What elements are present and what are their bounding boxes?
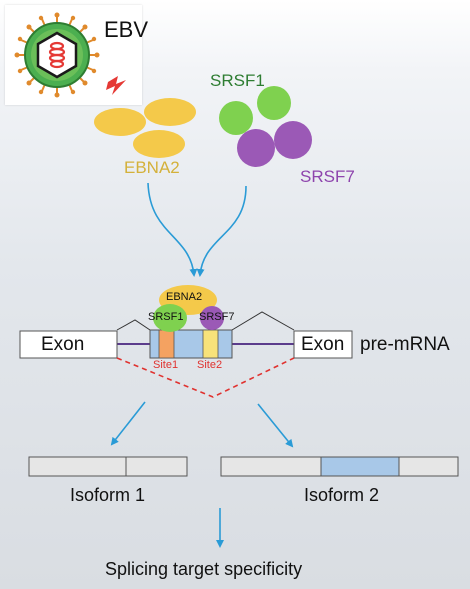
bound-ebna2-label: EBNA2 [166,291,203,303]
free-srsf7-proteins [237,121,312,167]
free-srsf1-proteins [219,86,291,135]
isoform2-arrow [257,403,294,448]
right-exon-label: Exon [301,334,345,355]
bound-srsf7 [200,306,224,330]
bound-srsf1 [153,304,187,332]
bound-proteins [153,285,224,332]
isoform2-label: Isoform 2 [304,485,380,505]
bound-srsf7-label: SRSF7 [199,311,235,323]
pre-mrna-label: pre-mRNA [360,334,450,355]
ebv-label: EBV [104,17,149,42]
isoform1-transcript [28,456,188,477]
left-exon [19,330,118,359]
site1-box [158,329,175,359]
conclusion-label: Splicing target specificity [105,559,303,579]
srsf7-label: SRSF7 [300,167,355,186]
ebna2-label: EBNA2 [124,158,180,177]
ebv-virus-icon [14,12,126,98]
free-ebna2-proteins [94,98,196,158]
site2-box [202,329,219,359]
site1-label: Site1 [153,359,179,371]
srsf1-label: SRSF1 [210,71,265,90]
isoform1-label: Isoform 1 [70,485,146,505]
lightning-icon [106,76,126,95]
srsf-arrow [196,185,247,277]
pre-mrna [19,311,353,398]
isoform2-transcript [220,456,459,477]
bound-srsf1-label: SRSF1 [148,311,184,323]
ebna2-arrow [147,182,198,277]
skipping-splice [116,357,295,398]
site2-label: Site2 [197,359,223,371]
right-exon [293,330,353,359]
inclusion-splice-right [231,311,295,331]
isoform1-arrow [110,401,146,446]
inclusion-splice-left [116,319,151,331]
left-exon-label: Exon [41,334,85,355]
